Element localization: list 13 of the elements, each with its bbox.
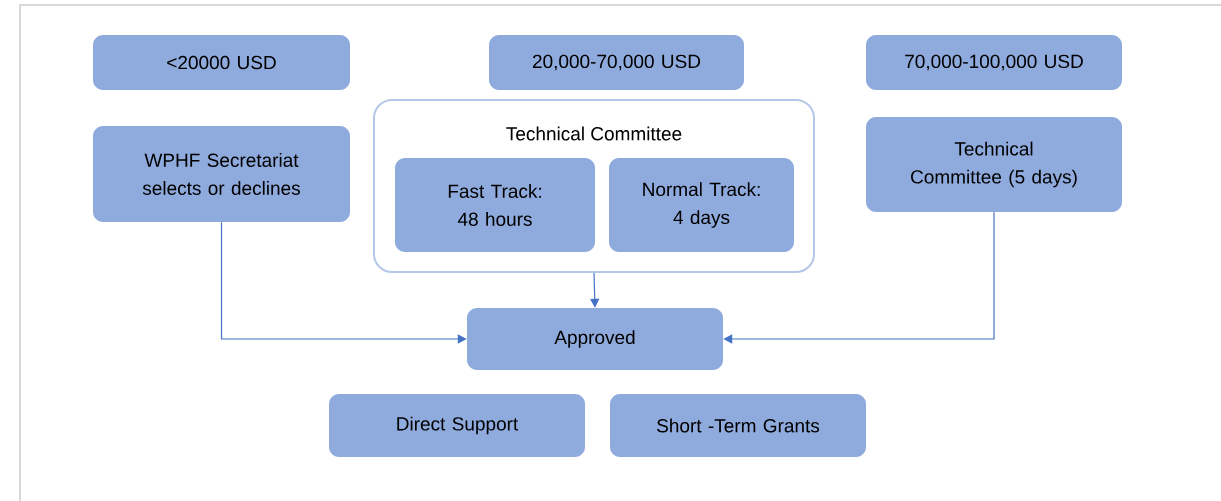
arrow [220, 221, 467, 344]
process-box: WPHF Secretariat selects or declines [93, 126, 350, 222]
process-box: <20000 USD [93, 35, 350, 90]
process-box: 70,000-100,000 USD [866, 35, 1122, 90]
process-box: 20,000-70,000 USD [489, 35, 744, 90]
process-box: Technical Committee (5 days) [866, 117, 1122, 212]
process-box: Approved [467, 308, 723, 370]
process-box: Normal Track: 4 days [609, 158, 794, 252]
process-box: Fast Track: 48 hours [395, 158, 595, 252]
process-box: Short -Term Grants [610, 394, 866, 457]
arrow [723, 211, 995, 344]
arrow [590, 272, 600, 308]
process-box: Direct Support [329, 394, 585, 457]
